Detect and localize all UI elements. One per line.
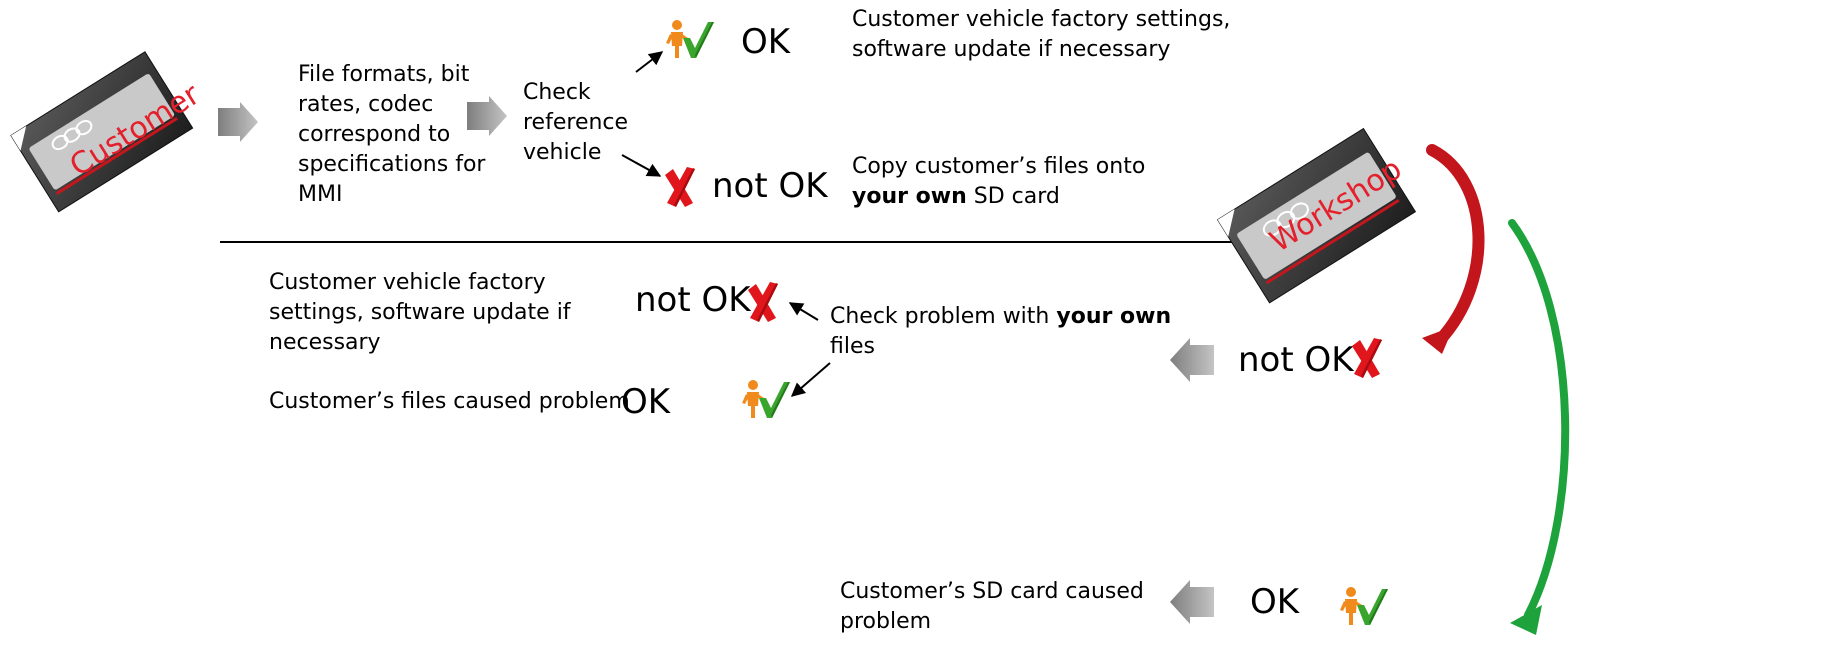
not-ok-result-text: Copy customer’s files onto your own SD c… <box>852 154 1146 209</box>
red-cross-icon <box>1352 338 1382 378</box>
sd-card-icon <box>1216 127 1417 304</box>
person-with-checkmark-icon <box>666 20 714 58</box>
not-ok-label: not OK <box>1238 340 1354 380</box>
files-caused-text: Customer’s files caused problem <box>269 389 630 414</box>
sd-card-caused-text: Customer’s SD card caused problem <box>840 579 1144 634</box>
red-cross-icon <box>665 167 695 207</box>
check-own-files-text: Check problem with your own files <box>830 304 1172 359</box>
factory-settings-text: Customer vehicle factory settings, softw… <box>269 270 571 355</box>
gray-left-arrow-icon <box>1170 338 1214 382</box>
bold-text: your own <box>1056 304 1172 329</box>
not-ok-label: not OK <box>635 280 751 320</box>
ok-result-text: Customer vehicle factory settings, softw… <box>852 7 1231 62</box>
bold-text: your own <box>852 184 967 209</box>
ok-label: OK <box>621 382 671 422</box>
customer-sd-card: Customer <box>0 51 215 213</box>
ok-label: OK <box>741 22 791 62</box>
red-curved-arrow-icon <box>1422 144 1485 354</box>
gray-arrow-icon <box>467 96 507 136</box>
green-curved-arrow-icon <box>1508 219 1570 635</box>
not-ok-label: not OK <box>712 166 828 206</box>
workshop-sd-card: Workshop <box>1200 127 1440 304</box>
person-with-checkmark-icon <box>742 380 790 418</box>
ok-label: OK <box>1250 582 1300 622</box>
gray-left-arrow-icon <box>1170 580 1214 624</box>
person-with-checkmark-icon <box>1340 587 1388 625</box>
gray-arrow-icon <box>218 102 258 142</box>
red-cross-icon <box>748 282 778 322</box>
formats-text: File formats, bit rates, codec correspon… <box>298 62 486 207</box>
sd-card-icon <box>10 51 194 213</box>
check-reference-text: Check reference vehicle <box>523 80 629 165</box>
